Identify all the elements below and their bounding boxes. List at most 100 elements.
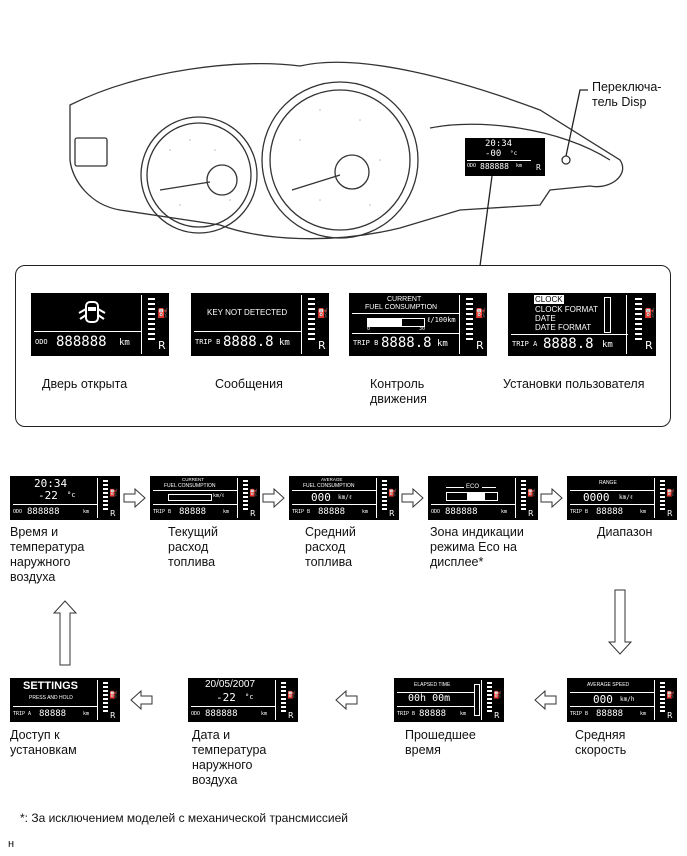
- date: 20/05/2007: [205, 679, 256, 690]
- trip-label: TRIP A: [512, 340, 538, 348]
- eco-bar: [446, 492, 498, 501]
- caption-settings: Доступ к установкам: [10, 728, 77, 757]
- arrow-right-icon: [123, 487, 146, 509]
- line1: AVERAGE SPEED: [587, 682, 630, 688]
- fuel-pump-icon: ⛽: [157, 309, 169, 319]
- fuel-pump-icon: ⛽: [287, 691, 296, 699]
- elapsed-scrollbar: [474, 684, 480, 716]
- big-value: 000: [311, 491, 331, 504]
- range-letter: R: [288, 711, 294, 720]
- arrow-left-icon: [534, 689, 557, 711]
- caption-door-open: Дверь открыта: [42, 377, 128, 391]
- fuel-gauge: ⛽ R: [484, 678, 504, 722]
- fuel-pump-icon: ⛽: [109, 691, 118, 699]
- trip-label: TRIP B: [570, 509, 589, 515]
- trip-unit: km: [602, 340, 613, 350]
- fuel-pump-icon: ⛽: [317, 309, 329, 319]
- caption-eco-zone: Зона индикации режима Eco на дисплее*: [430, 525, 524, 569]
- big-value: 00h 00m: [408, 693, 451, 704]
- scale-unit: ℓ/100km: [427, 316, 456, 324]
- fuel-gauge: ⛽ R: [379, 476, 399, 520]
- arrow-left-icon: [130, 689, 153, 711]
- arrow-down-icon: [607, 589, 633, 655]
- disp-switch-label: Переключа- тель Disp: [592, 80, 662, 109]
- big-unit: km/ℓ: [619, 494, 633, 501]
- trip-value: 88888: [179, 507, 207, 517]
- flow-date-temp-display: 20/05/2007 -22 °c ODO 888888 km ⛽ R: [188, 678, 298, 722]
- trip-label: TRIP A: [13, 711, 32, 717]
- cluster-temp-unit: °c: [510, 150, 518, 157]
- flow-settings-display: SETTINGS PRESS AND HOLD TRIP A 88888 km …: [10, 678, 120, 722]
- range-letter: R: [667, 509, 673, 518]
- range-letter: R: [389, 509, 395, 518]
- big-value: 000: [593, 693, 613, 706]
- trip-label: TRIP B: [353, 339, 379, 347]
- trip-value: 88888: [419, 709, 447, 719]
- big-unit: km/h: [620, 696, 635, 703]
- fuel-gauge: ⛽ R: [100, 476, 120, 520]
- line1: RANGE: [599, 480, 617, 486]
- line1: CURRENT: [387, 296, 422, 303]
- caption-average-speed: Средняя скорость: [575, 728, 627, 757]
- consumption-bar: [367, 318, 425, 327]
- odo-label: ODO: [13, 509, 23, 515]
- fuel-gauge: ⛽ R: [145, 293, 169, 356]
- odo-value: 888888: [445, 507, 478, 517]
- caption-time-temp: Время и температура наружного воздуха: [10, 525, 85, 584]
- caption-date-temp: Дата и температура наружного воздуха: [192, 728, 267, 787]
- trip-value: 88888: [596, 709, 624, 719]
- arrow-right-icon: [262, 487, 285, 509]
- trip-unit: km: [640, 509, 647, 515]
- cluster-time: 20:34: [485, 139, 513, 149]
- settings-title: SETTINGS: [23, 680, 79, 692]
- instrument-cluster-drawing: [69, 61, 624, 267]
- trip-value: 88888: [596, 507, 624, 517]
- range-letter: R: [494, 711, 500, 720]
- cluster-range-letter: R: [536, 163, 541, 172]
- menu-item-date-format: DATE FORMAT: [535, 323, 592, 332]
- cluster-mini-display: 20:34 -00 °c ODO 888888 km R: [465, 138, 545, 176]
- message-text: KEY NOT DETECTED: [207, 308, 288, 317]
- range-letter: R: [250, 509, 256, 518]
- range-letter: R: [645, 339, 653, 352]
- trip-unit: km: [223, 509, 230, 515]
- display-examples-panel: [15, 265, 671, 427]
- menu-scrollbar: [604, 297, 611, 333]
- trip-unit: km: [460, 711, 467, 717]
- trip-unit: km: [437, 339, 448, 349]
- line1: ELAPSED TIME: [414, 682, 451, 688]
- temp: -22: [216, 691, 236, 704]
- door-open-display: ODO 888888 km ⛽ R: [31, 293, 169, 356]
- range-letter: R: [158, 339, 166, 352]
- scale-max: 30: [419, 326, 426, 332]
- flow-average-fuel-display: AVERAGE FUEL CONSUMPTION 000 km/ℓ TRIP B…: [289, 476, 399, 520]
- big-value: 0000: [583, 491, 610, 504]
- temp-unit: °c: [67, 491, 76, 499]
- odo-unit: km: [83, 509, 90, 515]
- fuel-gauge: ⛽ R: [518, 476, 538, 520]
- temp-unit: °c: [245, 693, 254, 701]
- arrow-right-icon: [401, 487, 424, 509]
- odo-label: ODO: [191, 711, 201, 717]
- range-letter: R: [110, 711, 116, 720]
- temp: -22: [38, 489, 58, 502]
- fuel-gauge: ⛽ R: [657, 476, 677, 520]
- caption-drive-monitor: Контроль движения: [370, 377, 427, 406]
- fuel-gauge: ⛽ R: [632, 293, 656, 356]
- trip-label: TRIP B: [195, 338, 221, 346]
- range-letter: R: [528, 509, 534, 518]
- odo-value: 888888: [27, 507, 60, 517]
- odo-label: ODO: [431, 509, 441, 515]
- trip-label: TRIP B: [397, 711, 416, 717]
- trip-value: 88888: [39, 709, 67, 719]
- drive-monitor-display: CURRENT FUEL CONSUMPTION ℓ/100km 0 30 TR…: [349, 293, 487, 356]
- time: 20:34: [34, 477, 68, 490]
- arrow-up-icon: [52, 600, 78, 666]
- fuel-pump-icon: ⛽: [493, 691, 502, 699]
- odo-unit: km: [119, 338, 130, 348]
- fuel-gauge: ⛽ R: [100, 678, 120, 722]
- flow-elapsed-time-display: ELAPSED TIME 00h 00m TRIP B 88888 km ⛽ R: [394, 678, 504, 722]
- trip-value: 8888.8: [223, 334, 274, 350]
- odo-unit: km: [501, 509, 508, 515]
